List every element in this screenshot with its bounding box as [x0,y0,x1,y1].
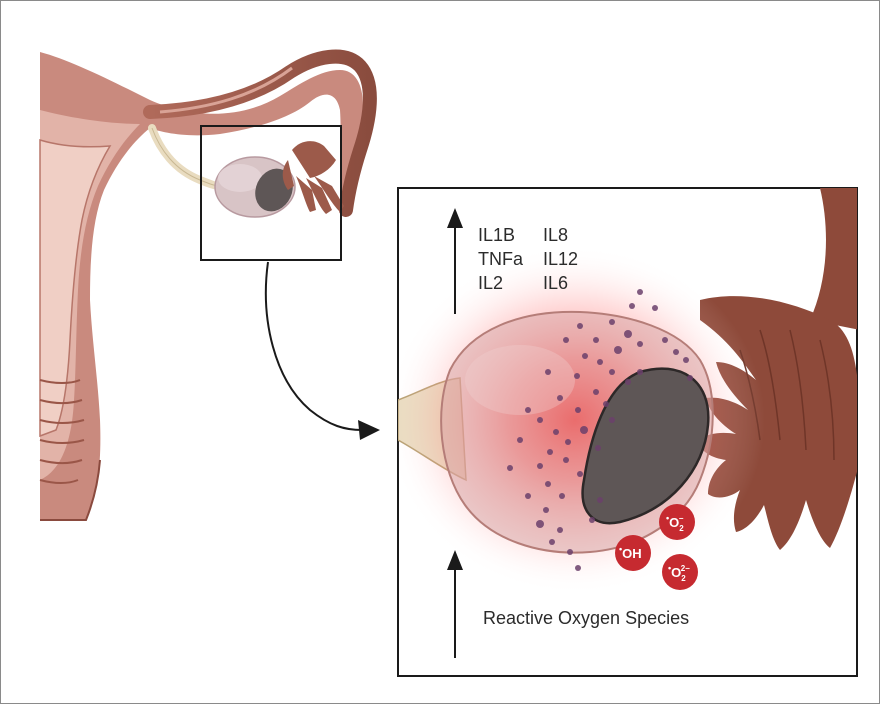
cytokine-particle [609,319,615,325]
cytokine-particle [673,349,679,355]
cytokine-particle [624,330,632,338]
cytokine-il12: IL12 [543,249,578,269]
cytokine-particle [683,357,689,363]
cytokine-particle [525,407,531,413]
zoom-panel: •O2− •OH •O22− IL1B TNFa IL2 IL8 IL12 [385,188,860,676]
cytokine-particle [593,337,599,343]
cytokine-particle [575,407,581,413]
cytokine-particle [580,426,588,434]
cytokine-particle [553,429,559,435]
cytokine-particle [662,337,668,343]
cytokine-il8: IL8 [543,225,568,245]
ros-hydroxyl: •OH [615,535,651,571]
cytokine-il1b: IL1B [478,225,515,245]
cytokine-particle [597,497,603,503]
cytokine-particle [589,517,595,523]
cytokine-particle [547,449,553,455]
cytokine-particle [565,439,571,445]
cytokine-particle [687,375,693,381]
cytokine-particle [537,463,543,469]
ros-peroxide: •O22− [662,554,698,590]
cytokine-particle [629,303,635,309]
cytokine-particle [637,289,643,295]
cytokine-particle [536,520,544,528]
cytokine-particle [563,337,569,343]
hydroxyl-base: OH [622,546,642,561]
cytokine-particle [557,395,563,401]
cytokine-il2: IL2 [478,273,503,293]
cytokine-particle [625,379,631,385]
cytokine-particle [577,323,583,329]
cytokine-particle [545,369,551,375]
cytokine-particle [582,353,588,359]
cytokine-particle [563,457,569,463]
ros-superoxide: •O2− [659,504,695,540]
cytokine-particle [517,437,523,443]
cytokine-particle [575,565,581,571]
uterus-illustration [40,52,370,520]
cytokine-tnfa: TNFa [478,249,524,269]
cytokine-particle [637,369,643,375]
svg-text:•OH: •OH [619,544,642,561]
cytokine-particle [603,401,609,407]
cytokine-particle [637,341,643,347]
ovarian-ligament [152,128,220,186]
cytokine-particle [577,471,583,477]
ros-label: Reactive Oxygen Species [483,608,689,628]
cytokine-particle [549,539,555,545]
fimbriae-small [283,141,344,214]
zoom-arrow [266,262,380,440]
cytokine-particle [595,445,601,451]
cytokine-particle [507,465,513,471]
cytokine-particle [567,549,573,555]
cytokine-particle [525,493,531,499]
cytokine-particle [537,417,543,423]
cytokine-particle [652,305,658,311]
cytokine-particle [543,507,549,513]
cytokine-il6: IL6 [543,273,568,293]
peroxide-sup: 2− [681,564,690,573]
cytokine-particle [593,389,599,395]
cytokine-particle [614,346,622,354]
cytokine-particle [574,373,580,379]
cytokine-particle [545,481,551,487]
peroxide-sub: 2 [681,574,686,583]
cytokine-particle [557,527,563,533]
superoxide-sup: − [679,514,684,523]
cytokine-particle [609,417,615,423]
cytokine-particle [609,369,615,375]
superoxide-sub: 2 [679,524,684,533]
cytokine-particle [559,493,565,499]
cytokine-particle [597,359,603,365]
